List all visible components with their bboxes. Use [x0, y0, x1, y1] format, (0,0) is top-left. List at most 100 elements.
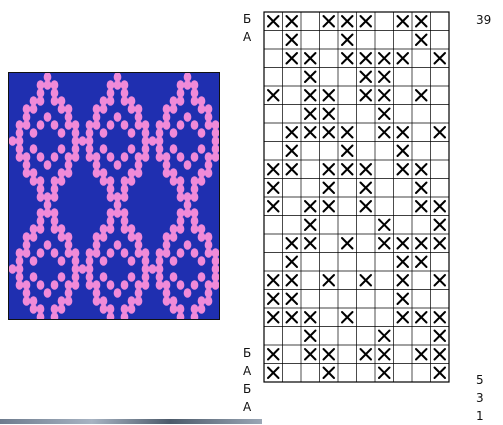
- knit-stitch: [65, 296, 73, 306]
- knit-stitch: [149, 136, 157, 146]
- knit-stitch: [23, 248, 31, 258]
- knit-stitch: [198, 256, 206, 266]
- side-label-a-bottom-2: А: [243, 401, 251, 413]
- knit-stitch: [205, 120, 213, 130]
- knit-stitch: [184, 288, 192, 298]
- knit-stitch: [30, 272, 38, 282]
- knit-stitch: [93, 296, 101, 306]
- knit-stitch: [191, 192, 199, 202]
- knit-stitch: [121, 192, 129, 202]
- knit-stitch: [177, 248, 185, 258]
- knit-stitch: [44, 240, 52, 250]
- row-number-1: 1: [476, 410, 484, 422]
- second-photo-edge: [0, 419, 262, 424]
- knit-stitch: [51, 120, 59, 130]
- knit-stitch: [86, 152, 94, 162]
- knit-stitch: [191, 152, 199, 162]
- knit-stitch: [107, 224, 115, 234]
- row-number-3: 3: [476, 392, 484, 404]
- knit-stitch: [100, 256, 108, 266]
- knit-stitch: [205, 248, 213, 258]
- knit-stitch: [93, 248, 101, 258]
- row-number-5: 5: [476, 374, 484, 386]
- knit-stitch: [177, 280, 185, 290]
- side-label-a-top: А: [243, 31, 251, 43]
- knit-stitch: [100, 232, 108, 242]
- knit-stitch: [86, 280, 94, 290]
- knit-stitch: [128, 232, 136, 242]
- knit-stitch: [93, 168, 101, 178]
- knit-stitch: [107, 120, 115, 130]
- knit-stitch: [44, 112, 52, 122]
- jacquard-pattern-image: [9, 73, 219, 319]
- knit-stitch: [44, 80, 52, 90]
- knit-stitch: [37, 152, 45, 162]
- side-label-b-bottom-2: Б: [243, 383, 251, 395]
- knit-stitch: [100, 304, 108, 314]
- knit-stitch: [72, 152, 80, 162]
- knit-stitch: [37, 192, 45, 202]
- knit-stitch: [100, 176, 108, 186]
- knit-stitch: [191, 224, 199, 234]
- knit-stitch: [198, 104, 206, 114]
- knit-stitch: [198, 272, 206, 282]
- knit-stitch: [107, 280, 115, 290]
- knit-stitch: [170, 176, 178, 186]
- knit-stitch: [58, 144, 66, 154]
- knit-stitch: [100, 128, 108, 138]
- knit-stitch: [177, 224, 185, 234]
- knit-stitch: [100, 272, 108, 282]
- knit-stitch: [51, 192, 59, 202]
- knit-stitch: [128, 256, 136, 266]
- knit-stitch: [191, 120, 199, 130]
- knit-stitch: [58, 304, 66, 314]
- knit-stitch: [114, 208, 122, 218]
- side-label-b-bottom-1: Б: [243, 347, 251, 359]
- knit-stitch: [177, 120, 185, 130]
- knit-stitch: [121, 248, 129, 258]
- knit-stitch: [163, 168, 171, 178]
- knit-stitch: [37, 120, 45, 130]
- knit-stitch: [128, 104, 136, 114]
- knit-stitch: [163, 120, 171, 130]
- knit-stitch: [114, 80, 122, 90]
- knit-stitch: [156, 280, 164, 290]
- knit-stitch: [142, 152, 150, 162]
- side-label-b-top: Б: [243, 13, 251, 25]
- knit-stitch: [37, 96, 45, 106]
- knit-stitch: [135, 120, 143, 130]
- knit-stitch: [135, 248, 143, 258]
- knit-stitch: [198, 232, 206, 242]
- chart-grid: [262, 10, 472, 421]
- knit-stitch: [177, 152, 185, 162]
- knit-stitch: [23, 296, 31, 306]
- knit-stitch: [58, 256, 66, 266]
- knit-stitch: [100, 144, 108, 154]
- knit-stitch: [65, 120, 73, 130]
- knitting-chart: 39 5 3 1: [262, 10, 472, 421]
- knit-stitch: [135, 296, 143, 306]
- knit-stitch: [58, 176, 66, 186]
- knit-stitch: [156, 152, 164, 162]
- knit-stitch: [58, 128, 66, 138]
- knit-stitch: [107, 152, 115, 162]
- knit-stitch: [58, 232, 66, 242]
- knit-stitch: [128, 272, 136, 282]
- knit-stitch: [51, 96, 59, 106]
- knit-stitch: [184, 160, 192, 170]
- knit-stitch: [114, 288, 122, 298]
- knit-stitch: [128, 128, 136, 138]
- knit-stitch: [121, 120, 129, 130]
- knit-stitch: [191, 96, 199, 106]
- knit-stitch: [163, 248, 171, 258]
- knit-stitch: [9, 136, 16, 146]
- knit-stitch: [191, 248, 199, 258]
- knit-stitch: [65, 248, 73, 258]
- knit-stitch: [170, 304, 178, 314]
- knit-stitch: [205, 168, 213, 178]
- knit-stitch: [170, 256, 178, 266]
- knit-stitch: [51, 280, 59, 290]
- knit-stitch: [121, 224, 129, 234]
- knit-stitch: [51, 248, 59, 258]
- knit-stitch: [184, 240, 192, 250]
